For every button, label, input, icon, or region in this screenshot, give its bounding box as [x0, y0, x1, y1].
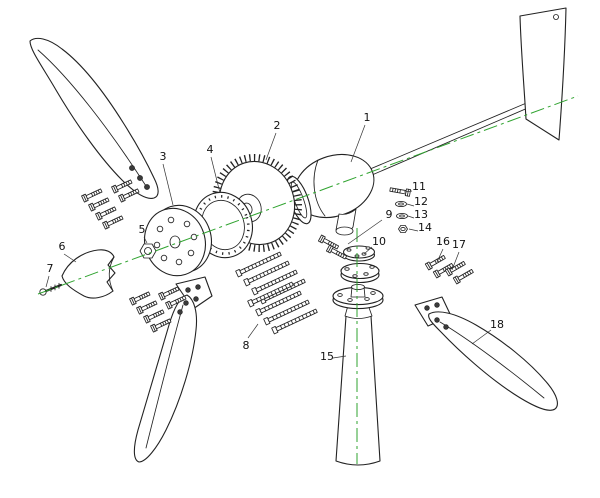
part-label-13: 13 — [414, 208, 428, 221]
part-label-2: 2 — [274, 119, 281, 132]
part-label-11: 11 — [412, 180, 426, 193]
blade-right — [428, 311, 558, 411]
leader-lines — [45, 124, 492, 359]
blade-lower-center — [133, 294, 198, 463]
part-label-14: 14 — [418, 221, 432, 234]
blade-upper-left — [29, 37, 159, 199]
tail-fin — [519, 7, 567, 141]
mounting-plates — [340, 245, 380, 284]
part-label-7: 7 — [47, 262, 54, 275]
hardware-column — [389, 185, 412, 233]
yaw-flange — [332, 283, 384, 319]
bolt-cluster-right-blade — [424, 253, 475, 285]
yaw-bolts — [317, 234, 348, 261]
part-label-18: 18 — [490, 318, 504, 331]
part-label-4: 4 — [207, 143, 214, 156]
blade-bracket-lower — [175, 276, 213, 310]
nacelle-body — [286, 153, 375, 236]
part-labels: 1 2 3 4 5 6 7 8 9 10 11 12 13 14 15 16 1… — [47, 111, 505, 363]
tower-pole — [335, 315, 381, 466]
bolt-cluster-long-studs — [235, 250, 319, 335]
part-label-16: 16 — [436, 235, 450, 248]
part-label-9: 9 — [386, 208, 393, 221]
part-label-17: 17 — [452, 238, 466, 251]
part-label-6: 6 — [59, 240, 66, 253]
part-label-15: 15 — [320, 350, 334, 363]
part-label-8: 8 — [243, 339, 250, 352]
center-axis-lines — [37, 95, 579, 464]
part-label-10: 10 — [372, 235, 386, 248]
part-label-3: 3 — [160, 150, 167, 163]
part-label-1: 1 — [364, 111, 371, 124]
nose-cone — [61, 249, 116, 299]
tail-boom — [362, 95, 545, 179]
part-label-5: 5 — [139, 223, 146, 236]
rotor-disc — [144, 204, 212, 277]
part-label-12: 12 — [414, 195, 428, 208]
